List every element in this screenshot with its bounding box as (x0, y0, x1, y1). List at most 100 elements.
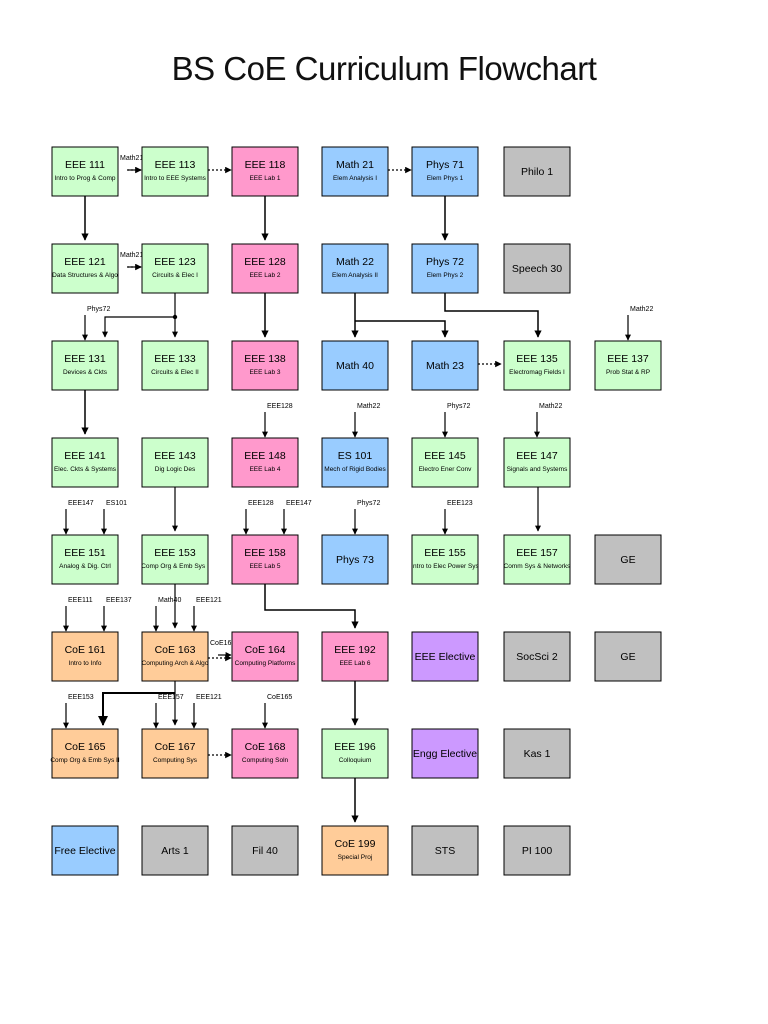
course-box (141, 340, 209, 391)
course-box (141, 825, 209, 876)
prereq-pre-math22-b: Math22 (352, 403, 380, 438)
course-box (411, 825, 479, 876)
prereq-label: EEE111 (68, 597, 93, 604)
course-box (321, 534, 389, 585)
course-title: Elem Phys 1 (427, 175, 464, 182)
course-code: EEE 153 (154, 547, 196, 559)
course-title: EEE Lab 4 (249, 466, 280, 473)
prereq-pre-es101: ES101 (101, 500, 127, 535)
course-code: CoE 199 (335, 838, 376, 850)
course-title: Circuits & Elec II (151, 369, 199, 376)
course-code: Free Elective (54, 845, 115, 857)
course-title: Elem Analysis I (333, 175, 377, 182)
course-code: EEE 137 (607, 353, 649, 365)
course-title: Comm Sys & Networks (504, 563, 572, 570)
course-code: EEE 135 (516, 353, 558, 365)
prereq-pre-math22-a: Math22 (625, 306, 653, 341)
course-box (141, 243, 209, 294)
course-box (231, 437, 299, 488)
course-arts1: Arts 1 (141, 825, 209, 876)
course-box (321, 437, 389, 488)
course-box (594, 534, 662, 585)
course-phys71: Phys 71 Elem Phys 1 (411, 146, 479, 197)
course-title: EEE Lab 2 (249, 272, 280, 279)
course-philo1: Philo 1 (503, 146, 571, 197)
course-code: EEE 196 (334, 741, 376, 753)
course-code: Phys 71 (426, 159, 464, 171)
prereq-pre-coe165: CoE165 (262, 694, 292, 729)
course-box (51, 631, 119, 682)
prereq-label: EEE137 (106, 597, 132, 604)
prereq-label: EEE157 (158, 694, 184, 701)
prereq-pre-eee153: EEE153 (63, 694, 94, 729)
course-box (411, 146, 479, 197)
course-title: Dig Logic Des (155, 466, 196, 473)
course-math23: Math 23 (411, 340, 479, 391)
prereq-pre-eee128-b: EEE128 (243, 500, 274, 535)
course-code: EEE Elective (415, 651, 476, 663)
prereq-pre-phys72-b: Phys72 (442, 403, 470, 438)
course-title: Computing Platforms (235, 660, 296, 667)
course-code: EEE 131 (64, 353, 106, 365)
course-title: Comp Org & Emb Sys II (50, 757, 120, 764)
course-title: Intro to Info (69, 660, 102, 667)
course-box (503, 631, 571, 682)
course-code: EEE 111 (65, 159, 105, 171)
course-code: Speech 30 (512, 263, 562, 275)
course-title: Intro to Elec Power Sys (411, 563, 479, 570)
course-code: Kas 1 (524, 748, 551, 760)
course-title: Signals and Systems (507, 466, 568, 473)
course-box (321, 631, 389, 682)
course-kas1: Kas 1 (503, 728, 571, 779)
course-code: Math 21 (336, 159, 374, 171)
prereq-label: ES101 (106, 500, 127, 507)
prereq-pre-eee147-b: EEE147 (281, 500, 312, 535)
course-code: Fil 40 (252, 845, 278, 857)
prereq-pre-eee128: EEE128 (262, 403, 293, 438)
course-code: CoE 164 (245, 644, 286, 656)
course-code: EEE 118 (245, 159, 286, 171)
course-box (411, 340, 479, 391)
course-speech30: Speech 30 (503, 243, 571, 294)
course-code: CoE 168 (245, 741, 286, 753)
course-code: ES 101 (338, 450, 373, 462)
course-code: Math 23 (426, 360, 464, 372)
course-box (411, 243, 479, 294)
course-title: EEE Lab 5 (249, 563, 280, 570)
course-box (411, 631, 479, 682)
prereq-label: CoE161 (210, 640, 235, 647)
course-code: Math 40 (336, 360, 374, 372)
course-code: EEE 141 (64, 450, 106, 462)
course-code: EEE 133 (154, 353, 196, 365)
course-ge1: GE (594, 534, 662, 585)
course-box (411, 437, 479, 488)
course-box (231, 728, 299, 779)
course-code: EEE 147 (516, 450, 558, 462)
course-box (51, 146, 119, 197)
prereq-label: Math21 (120, 155, 143, 162)
course-box (503, 534, 571, 585)
prereq-pre-eee157: EEE157 (153, 694, 184, 729)
course-code: EEE 155 (424, 547, 466, 559)
course-code: Phys 72 (426, 256, 464, 268)
course-box (231, 825, 299, 876)
course-code: GE (620, 651, 635, 663)
course-title: Comp Org & Emb Sys I (141, 563, 209, 570)
page-title: BS CoE Curriculum Flowchart (171, 50, 597, 87)
course-box (321, 825, 389, 876)
prereq-pre-math21-a: Math21 (120, 155, 143, 173)
course-code: STS (435, 845, 455, 857)
course-box (411, 534, 479, 585)
